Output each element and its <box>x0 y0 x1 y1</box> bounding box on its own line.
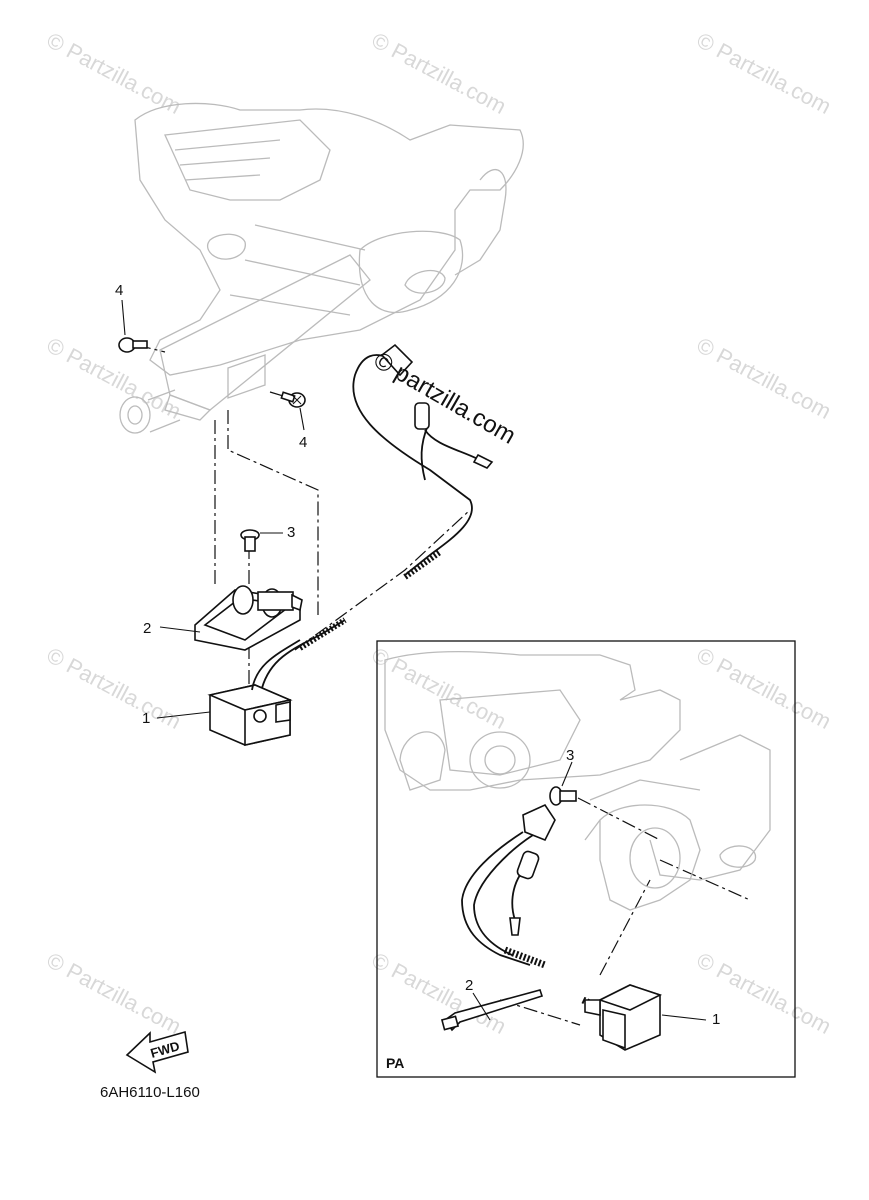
watermark: © Partzilla.com <box>693 332 836 424</box>
watermark: © Partzilla.com <box>693 27 836 119</box>
screw-4-upper <box>118 337 148 353</box>
inset-callout-1: 1 <box>712 1011 720 1028</box>
watermark: © Partzilla.com <box>368 947 511 1039</box>
inset-frame <box>376 640 796 1078</box>
inset-pa: 3 2 1 PA <box>376 640 796 1078</box>
watermark: © Partzilla.com <box>368 642 511 734</box>
switch-bracket <box>194 585 303 651</box>
watermark: © Partzilla.com <box>43 332 186 424</box>
callout-1: 1 <box>142 710 150 727</box>
callout-3: 3 <box>287 524 295 541</box>
watermarks: © Partzilla.com © Partzilla.com © Partzi… <box>43 27 836 1039</box>
inset-label: PA <box>386 1055 404 1071</box>
watermark: © Partzilla.com <box>693 642 836 734</box>
screw-4-lower <box>280 391 306 408</box>
watermark: © Partzilla.com <box>43 27 186 119</box>
watermark: © Partzilla.com <box>43 642 186 734</box>
callout-2: 2 <box>143 620 151 637</box>
inset-callout-3: 3 <box>566 747 574 764</box>
callout-4-lower: 4 <box>299 434 307 451</box>
diagram-code: 6AH6110-L160 <box>100 1084 200 1101</box>
trim-switch <box>207 684 293 746</box>
bolt-3 <box>240 529 260 552</box>
watermark: © Partzilla.com <box>43 947 186 1039</box>
watermark: © Partzilla.com <box>368 27 511 119</box>
watermark-overlay: © partzilla.com <box>369 347 520 450</box>
fwd-arrow: FWD <box>125 1030 189 1074</box>
leader-lines <box>121 299 305 719</box>
steering-bracket-outline <box>134 102 524 376</box>
callout-4-upper: 4 <box>115 282 123 299</box>
inset-callout-2: 2 <box>465 977 473 994</box>
main-wire-harness <box>251 343 494 691</box>
steering-tube-outline <box>119 254 371 434</box>
